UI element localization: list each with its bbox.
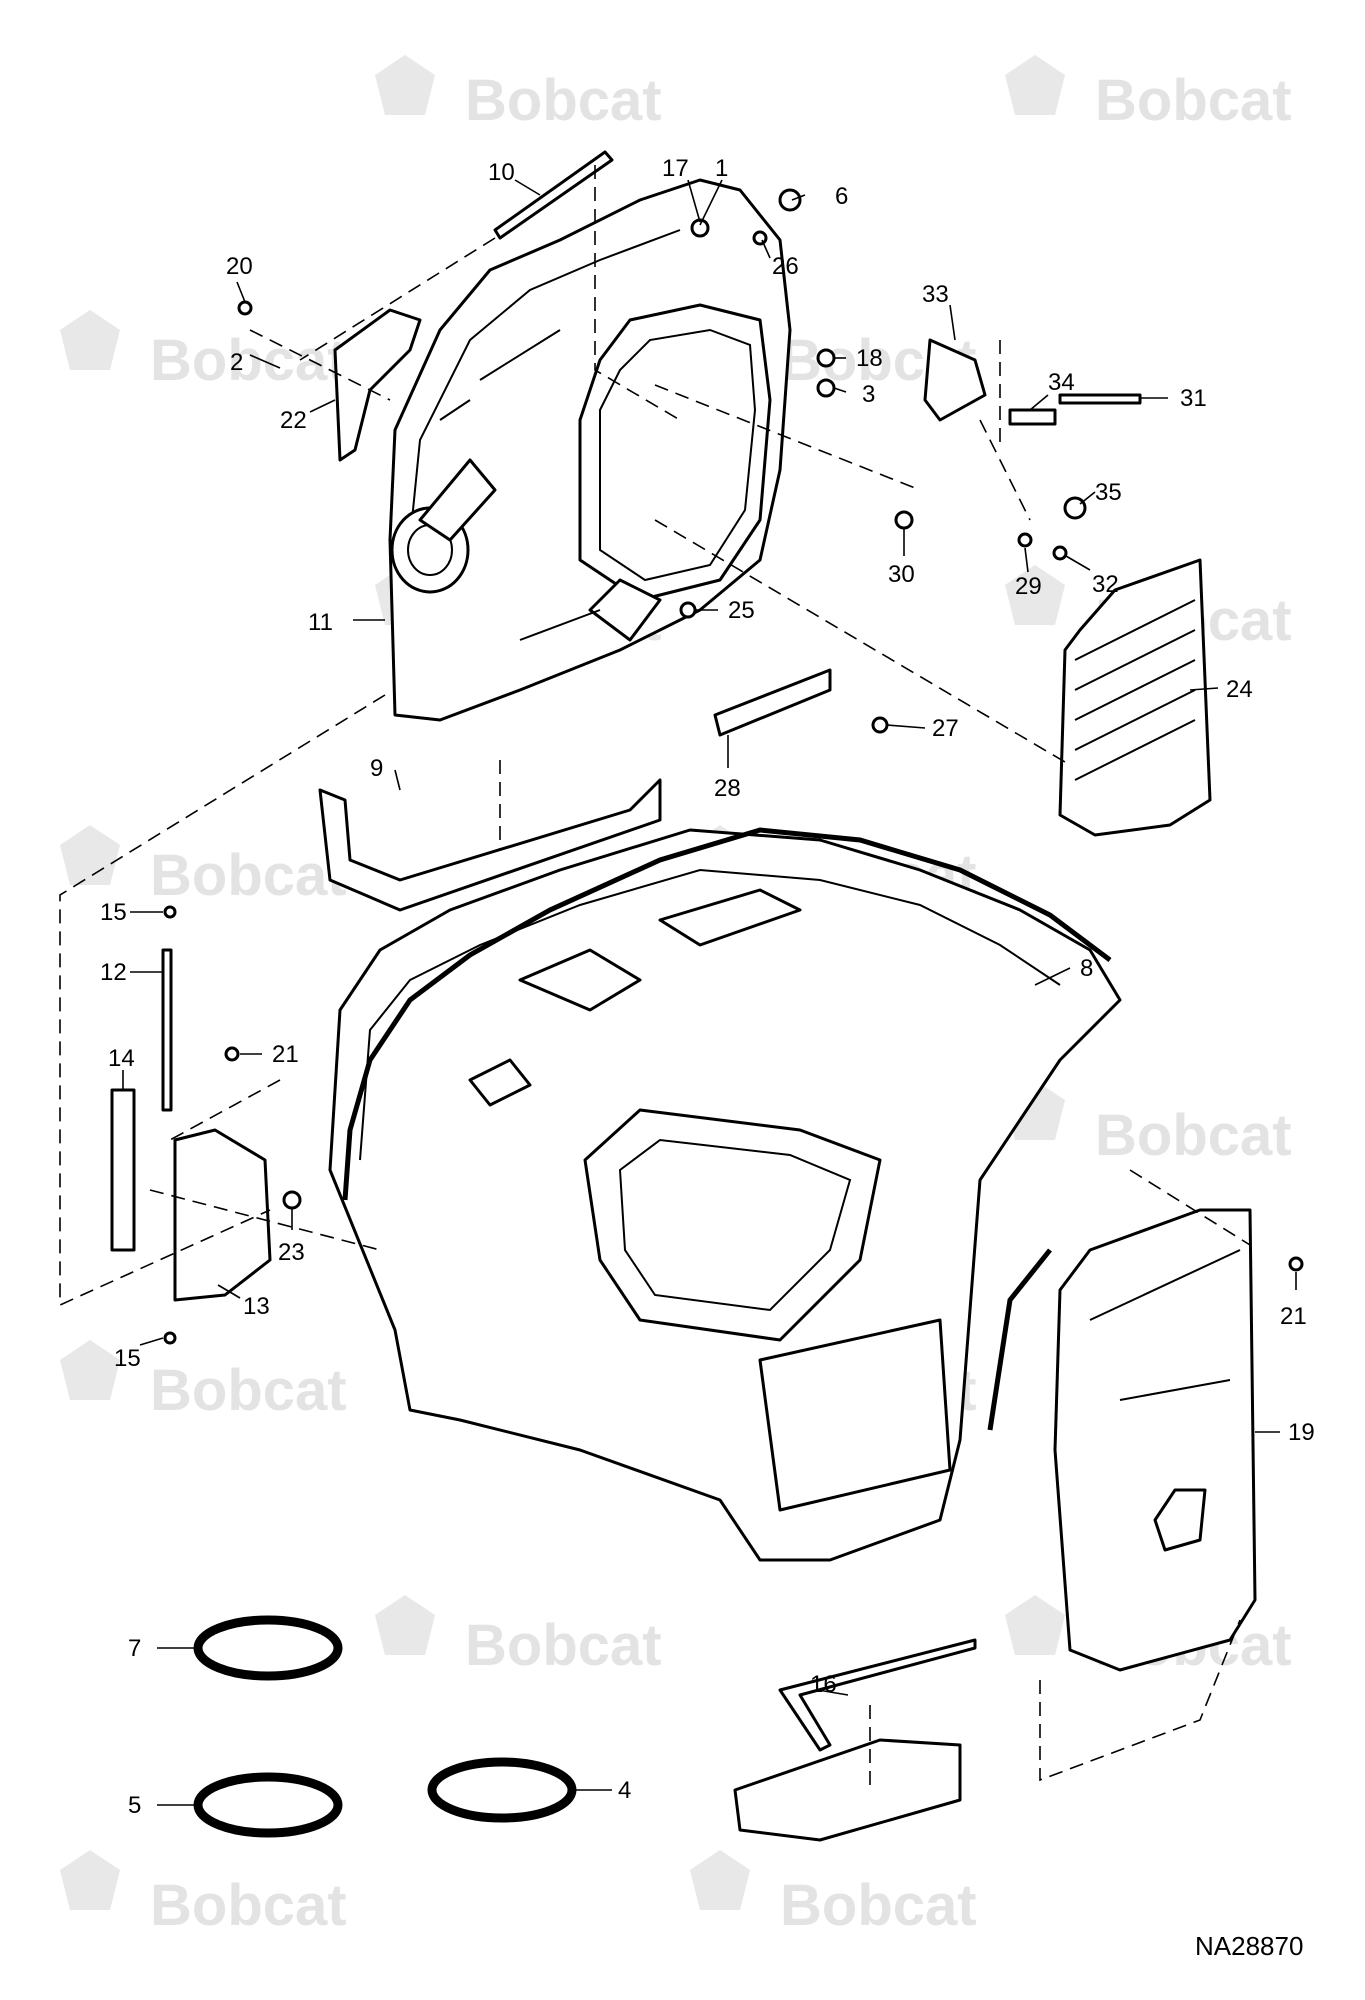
part-8-seal bbox=[342, 827, 1112, 1201]
svg-text:Bobcat: Bobcat bbox=[150, 328, 347, 393]
callout-27: 27 bbox=[932, 715, 959, 742]
part-11-door-frame bbox=[388, 178, 792, 722]
callout-13: 13 bbox=[243, 1293, 270, 1320]
callout-20: 20 bbox=[226, 253, 253, 280]
assembly-lines bbox=[59, 165, 1251, 1790]
callout-19: 19 bbox=[1288, 1419, 1315, 1446]
callout-12: 12 bbox=[100, 959, 127, 986]
svg-text:Bobcat: Bobcat bbox=[465, 68, 662, 133]
callout-10: 10 bbox=[488, 159, 515, 186]
leader-lines bbox=[122, 179, 1297, 1806]
part-21-bolt-left bbox=[224, 1046, 240, 1062]
callout-1: 1 bbox=[715, 155, 728, 182]
svg-text:Bobcat: Bobcat bbox=[150, 1873, 347, 1938]
callout-15-top: 15 bbox=[100, 899, 127, 926]
callout-4: 4 bbox=[618, 1777, 631, 1804]
callout-14: 14 bbox=[108, 1045, 135, 1072]
drawing-number: NA28870 bbox=[1195, 1931, 1303, 1961]
part-31-bolt bbox=[1058, 393, 1142, 405]
part-33-bracket bbox=[923, 338, 987, 422]
part-7-hose-coil bbox=[193, 1615, 343, 1681]
callout-22: 22 bbox=[280, 407, 307, 434]
part-19-side-panel bbox=[987, 1208, 1257, 1672]
callout-21-right: 21 bbox=[1280, 1303, 1307, 1330]
part-6-latch bbox=[778, 188, 802, 212]
part-25-connector bbox=[679, 601, 697, 619]
watermark: Bobcat bbox=[60, 825, 347, 908]
part-4-hose-coil bbox=[427, 1757, 577, 1823]
part-3-washer bbox=[816, 378, 836, 398]
part-21-bolt-right bbox=[1288, 1256, 1304, 1272]
part-23-nut bbox=[282, 1190, 302, 1210]
watermark: Bobcat bbox=[690, 1850, 977, 1938]
callout-17: 17 bbox=[662, 155, 689, 182]
watermark: Bobcat bbox=[60, 1850, 347, 1938]
part-9-rubber-seal bbox=[318, 778, 662, 912]
callout-31: 31 bbox=[1180, 385, 1207, 412]
part-26-bolt bbox=[752, 230, 768, 246]
callout-3: 3 bbox=[862, 381, 875, 408]
part-5-hose-coil bbox=[193, 1772, 343, 1838]
svg-text:Bobcat: Bobcat bbox=[1095, 68, 1292, 133]
callout-labels: 1 17 6 26 10 20 2 22 18 3 33 34 31 35 30… bbox=[100, 155, 1315, 1819]
part-24-grille bbox=[1058, 558, 1212, 837]
svg-text:Bobcat: Bobcat bbox=[780, 1873, 977, 1938]
watermark: Bobcat bbox=[60, 310, 347, 393]
part-14-rubber-strip bbox=[110, 1088, 136, 1252]
callout-23: 23 bbox=[278, 1239, 305, 1266]
part-35-spring bbox=[1063, 496, 1087, 520]
callout-7: 7 bbox=[128, 1635, 141, 1662]
callout-24: 24 bbox=[1226, 676, 1253, 703]
watermark: Bobcat bbox=[60, 1340, 347, 1423]
callout-32: 32 bbox=[1092, 571, 1119, 598]
callout-15-bottom: 15 bbox=[114, 1345, 141, 1372]
part-15-clip-bottom bbox=[163, 1331, 177, 1345]
part-27-bolt bbox=[871, 716, 889, 734]
watermark: Bobcat bbox=[1005, 55, 1292, 133]
callout-35: 35 bbox=[1095, 479, 1122, 506]
callout-11: 11 bbox=[308, 609, 333, 636]
part-22-hinge bbox=[333, 308, 422, 462]
part-29-clip bbox=[1017, 532, 1033, 548]
part-16-rod bbox=[778, 1638, 977, 1752]
callout-29: 29 bbox=[1015, 573, 1042, 600]
part-32-screw bbox=[1052, 545, 1068, 561]
part-8-chassis-body bbox=[328, 828, 1122, 1562]
callout-30: 30 bbox=[888, 561, 915, 588]
part-12-strut bbox=[161, 948, 173, 1112]
svg-text:Bobcat: Bobcat bbox=[465, 1613, 662, 1678]
part-15-clip-top bbox=[163, 905, 177, 919]
part-17-nut bbox=[690, 218, 710, 238]
callout-2: 2 bbox=[230, 349, 243, 376]
part-28-bracket bbox=[713, 668, 832, 737]
callout-28: 28 bbox=[714, 775, 741, 802]
svg-text:Bobcat: Bobcat bbox=[150, 1358, 347, 1423]
watermark: Bobcat bbox=[375, 55, 662, 133]
callout-6: 6 bbox=[835, 183, 848, 210]
callout-5: 5 bbox=[128, 1792, 141, 1819]
part-18-washer bbox=[816, 348, 836, 368]
part-34-pin bbox=[1008, 408, 1057, 426]
callout-33: 33 bbox=[922, 281, 949, 308]
svg-text:Bobcat: Bobcat bbox=[1095, 1103, 1292, 1168]
part-20-bolt bbox=[237, 300, 253, 316]
part-13-hinge-bracket bbox=[173, 1128, 272, 1302]
part-10-strut bbox=[493, 150, 614, 240]
part-30-nut bbox=[894, 510, 914, 530]
watermark: Bobcat bbox=[375, 1595, 662, 1678]
callout-26: 26 bbox=[772, 253, 799, 280]
svg-text:Bobcat: Bobcat bbox=[150, 843, 347, 908]
callout-25: 25 bbox=[728, 597, 755, 624]
part-16-trim-piece bbox=[733, 1738, 962, 1842]
callout-21-left: 21 bbox=[272, 1041, 299, 1068]
callout-34: 34 bbox=[1048, 369, 1075, 396]
callout-18: 18 bbox=[856, 345, 883, 372]
callout-8: 8 bbox=[1080, 955, 1093, 982]
callout-16: 16 bbox=[810, 1671, 837, 1698]
callout-9: 9 bbox=[370, 755, 383, 782]
watermark: Bobcat bbox=[1005, 1080, 1292, 1168]
